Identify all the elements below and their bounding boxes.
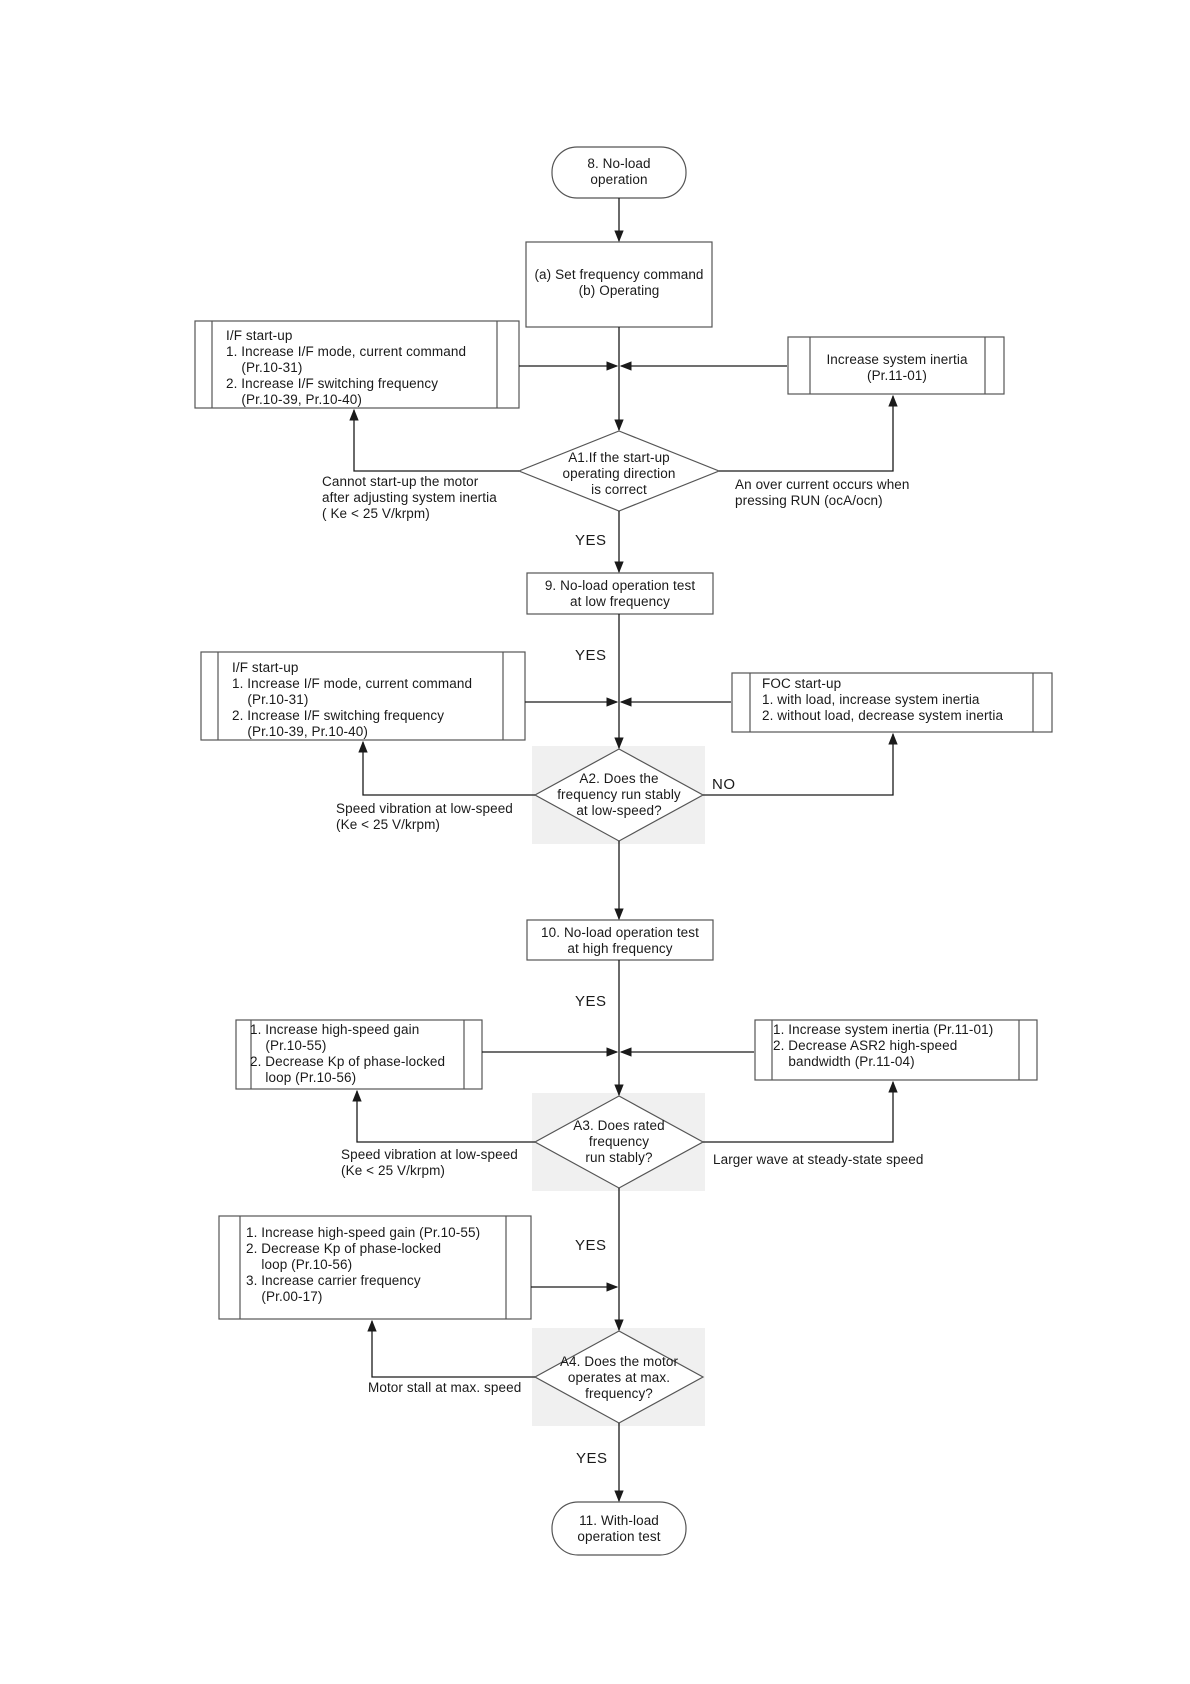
connectors <box>349 198 898 1503</box>
inertia-1-text: Increase system inertia(Pr.11-01) <box>826 352 968 383</box>
edge-label-t10-yes: YES <box>575 993 607 1010</box>
inertia-asr-box <box>754 1019 1038 1081</box>
edge-label-a3-right: Larger wave at steady-state speed <box>713 1152 924 1167</box>
highspeed-1-text: 1. Increase high-speed gain (Pr.10-55)2.… <box>250 1022 446 1085</box>
set-frequency-box <box>525 241 713 328</box>
if-startup-box-2 <box>200 651 526 741</box>
edge-label-t9-yes: YES <box>575 647 607 664</box>
test9-box <box>526 572 714 615</box>
edge-label-a4-yes: YES <box>576 1450 608 1467</box>
if-startup-box-1 <box>194 320 520 409</box>
highspeed-2-text: 1. Increase high-speed gain (Pr.10-55)2.… <box>246 1225 481 1304</box>
test10-box <box>526 919 714 961</box>
highspeed-box-1 <box>235 1019 483 1090</box>
highspeed-box-2 <box>218 1215 532 1320</box>
edge-label-a2-left: Speed vibration at low-speed(Ke < 25 V/k… <box>336 801 513 832</box>
inertia-asr-text: 1. Increase system inertia (Pr.11-01)2. … <box>773 1022 994 1069</box>
edge-label-a4-left: Motor stall at max. speed <box>368 1380 522 1395</box>
inertia-box-1 <box>787 336 1005 395</box>
edge-label-a2-no: NO <box>712 776 736 793</box>
edge-label-a1-yes: YES <box>575 532 607 549</box>
foc-startup-box <box>731 672 1053 733</box>
set-frequency-text: (a) Set frequency command(b) Operating <box>534 267 704 298</box>
edge-label-a3-yes: YES <box>575 1237 607 1254</box>
edge-label-a3-left: Speed vibration at low-speed(Ke < 25 V/k… <box>341 1147 518 1178</box>
